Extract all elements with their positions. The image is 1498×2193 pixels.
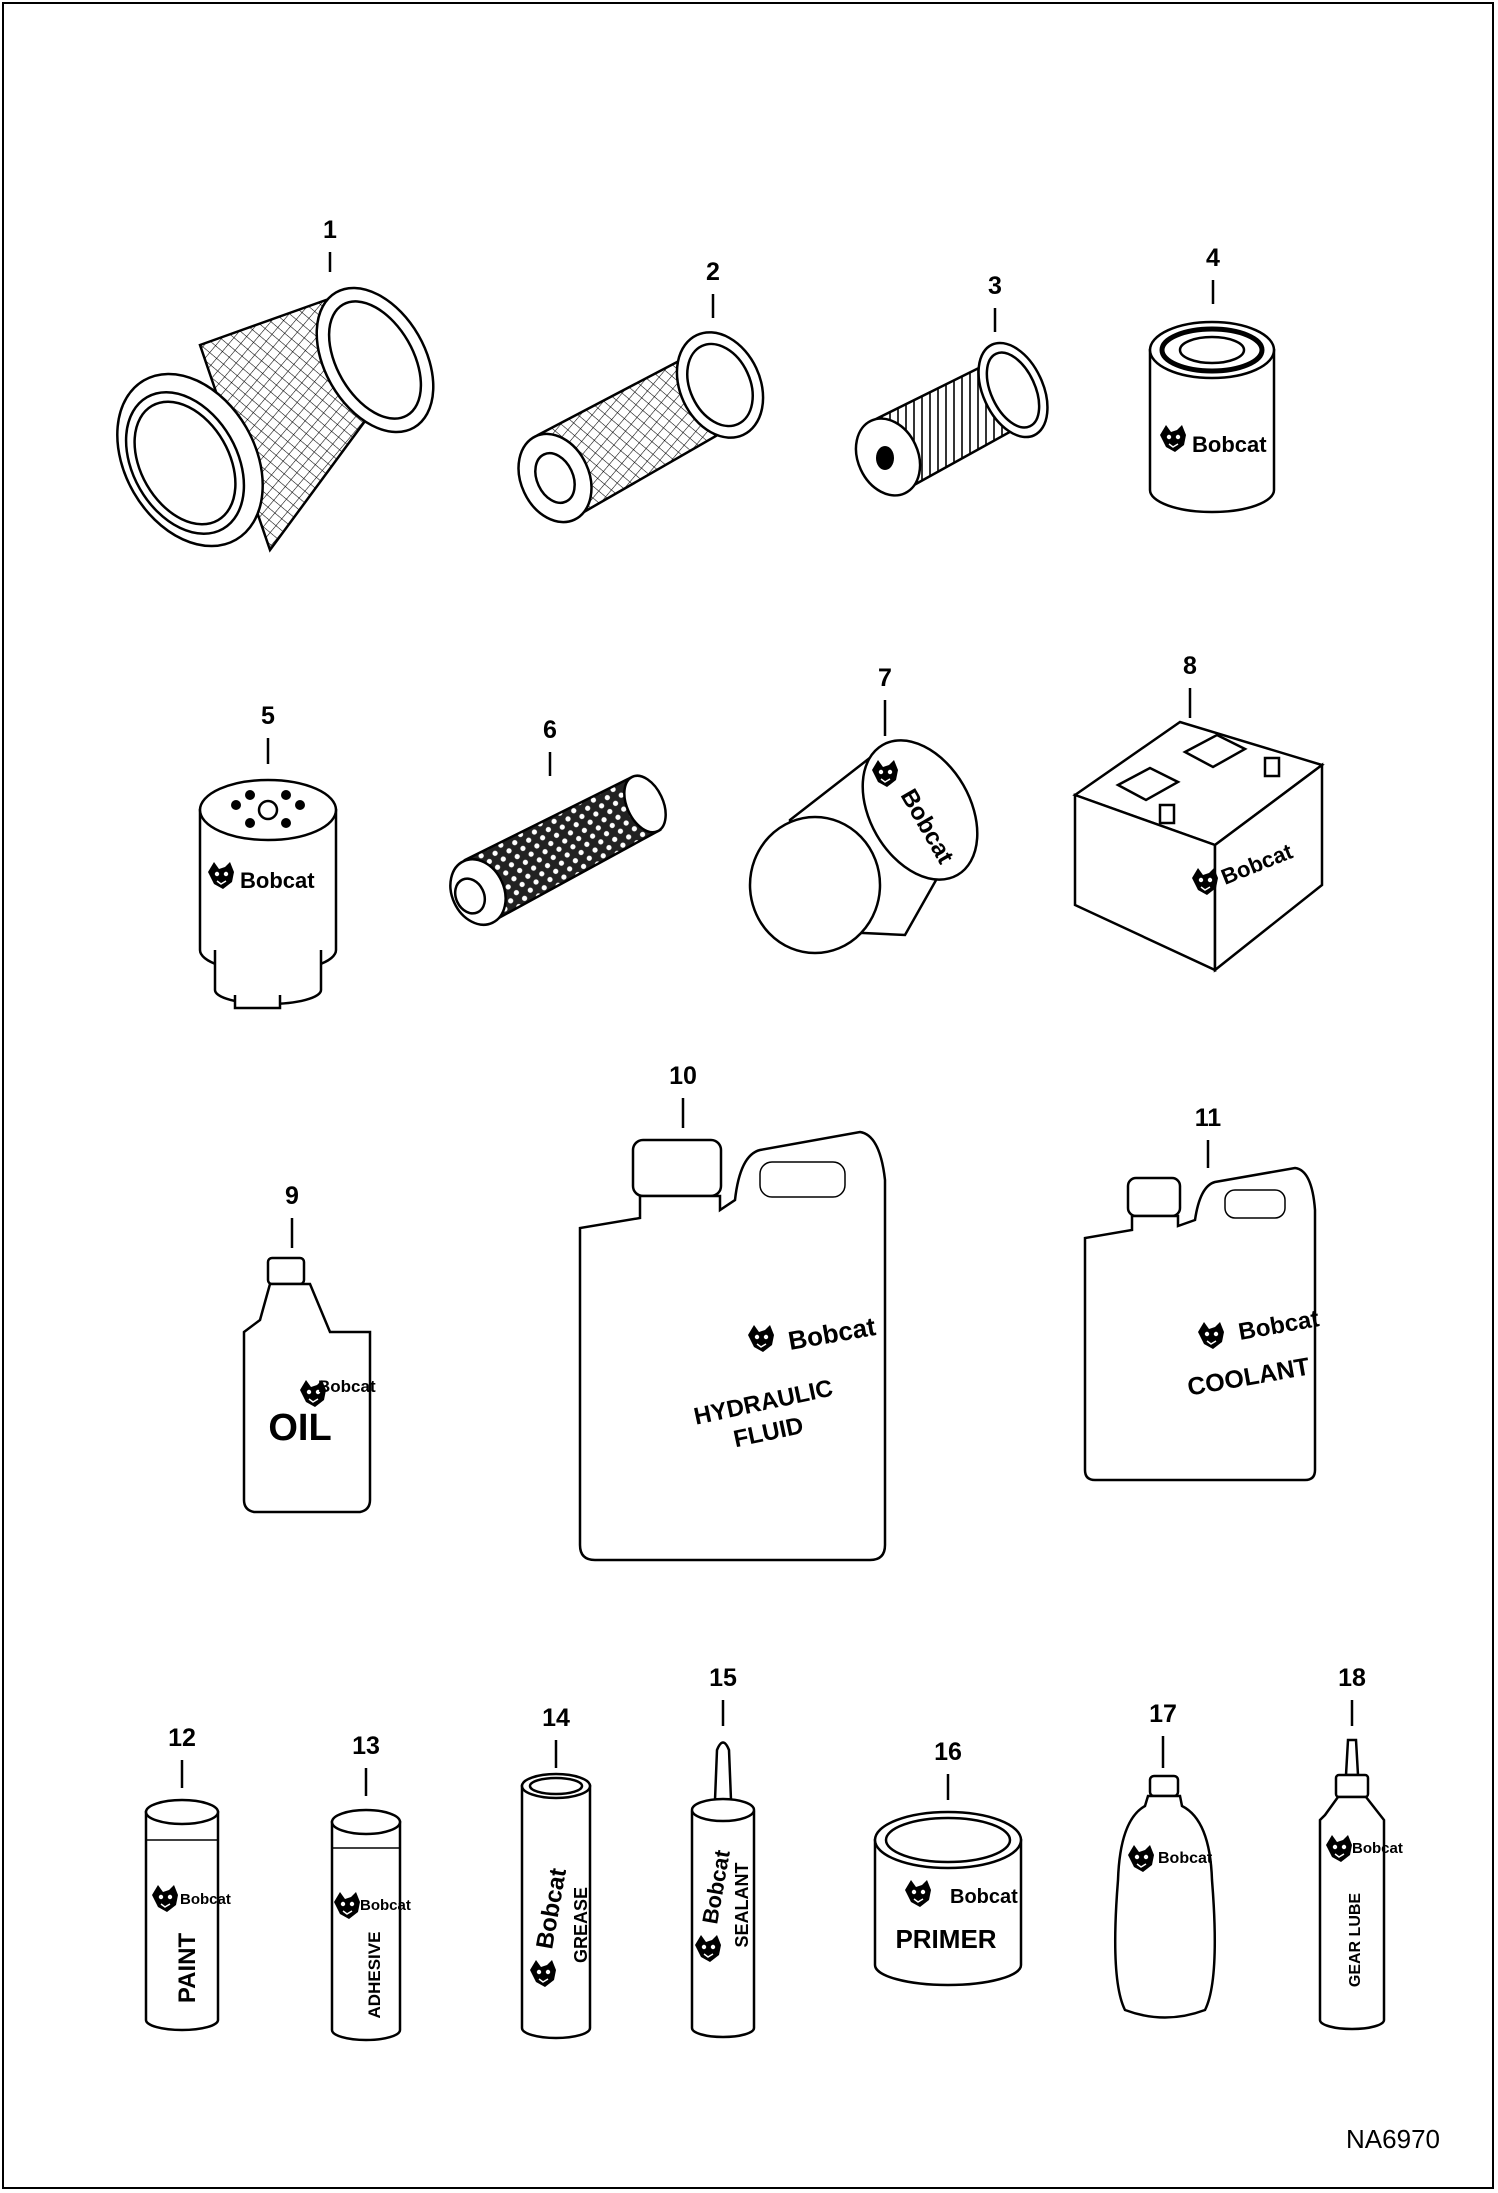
item-16-label: PRIMER xyxy=(895,1924,996,1954)
item-9-label: OIL xyxy=(268,1407,331,1449)
item-18-label: GEAR LUBE xyxy=(1347,1893,1364,1988)
item-14-label: GREASE xyxy=(571,1887,591,1963)
item-number-11: 11 xyxy=(1195,1104,1222,1132)
item-3-hydraulic-filter: 3 xyxy=(854,272,1049,497)
item-4-spin-on-filter: 4 Bobcat xyxy=(1148,244,1276,514)
item-16-logo: Bobcat xyxy=(950,1886,1018,1908)
item-12-paint-can: 12 Bobcat PAINT xyxy=(144,1724,231,2032)
figure-code: NA6970 xyxy=(1346,2124,1440,2154)
item-number-16: 16 xyxy=(934,1738,962,1766)
item-4-logo: Bobcat xyxy=(1192,432,1267,457)
item-14-grease-tube: 14 Bobcat GREASE xyxy=(520,1704,592,2040)
item-12-logo: Bobcat xyxy=(180,1891,231,1908)
item-2-inner-filter: 2 xyxy=(517,258,765,524)
item-16-primer-can: 16 Bobcat PRIMER xyxy=(873,1738,1023,1987)
item-number-5: 5 xyxy=(261,702,275,730)
item-number-15: 15 xyxy=(709,1664,737,1692)
item-9-logo: Bobcat xyxy=(318,1377,376,1396)
item-number-10: 10 xyxy=(669,1062,697,1090)
item-1-air-filter: 1 xyxy=(116,216,435,553)
item-number-17: 17 xyxy=(1149,1700,1177,1728)
item-8-battery: 8 Bobcat xyxy=(1072,652,1325,973)
item-6-breather-filter: 6 xyxy=(449,716,667,926)
item-15-sealant-tube: 15 Bobcat SEALANT xyxy=(690,1664,756,2039)
item-number-9: 9 xyxy=(285,1182,299,1210)
item-13-adhesive-can: 13 Bobcat ADHESIVE xyxy=(330,1732,411,2042)
item-5-logo: Bobcat xyxy=(240,868,315,893)
item-number-14: 14 xyxy=(542,1704,570,1732)
item-10-hydraulic-jug: 10 Bobcat HYDRAULIC FLUID xyxy=(578,1062,887,1562)
item-15-label: SEALANT xyxy=(732,1862,752,1947)
item-number-1: 1 xyxy=(323,216,337,244)
item-number-6: 6 xyxy=(543,716,557,744)
item-17-logo: Bobcat xyxy=(1158,1850,1213,1867)
item-11-coolant-jug: 11 Bobcat COOLANT xyxy=(1083,1104,1321,1482)
item-number-18: 18 xyxy=(1338,1664,1366,1692)
item-18-logo: Bobcat xyxy=(1352,1840,1403,1857)
item-13-logo: Bobcat xyxy=(360,1897,411,1914)
item-number-3: 3 xyxy=(988,272,1002,300)
item-number-13: 13 xyxy=(352,1732,380,1760)
item-number-4: 4 xyxy=(1206,244,1220,272)
item-number-8: 8 xyxy=(1183,652,1197,680)
item-13-label: ADHESIVE xyxy=(365,1932,384,2019)
item-17-squeeze-bottle: 17 Bobcat xyxy=(1113,1700,1217,2019)
item-7-oil-filter: 7 Bobcat xyxy=(748,664,979,955)
item-number-7: 7 xyxy=(878,664,892,692)
item-12-label: PAINT xyxy=(174,1933,201,2004)
item-number-12: 12 xyxy=(168,1724,196,1752)
item-9-oil-bottle: 9 Bobcat OIL xyxy=(242,1182,376,1514)
item-number-2: 2 xyxy=(706,258,720,286)
item-18-gear-lube: 18 Bobcat GEAR LUBE xyxy=(1318,1664,1403,2031)
item-5-fuel-filter: 5 Bobcat xyxy=(198,702,338,1010)
